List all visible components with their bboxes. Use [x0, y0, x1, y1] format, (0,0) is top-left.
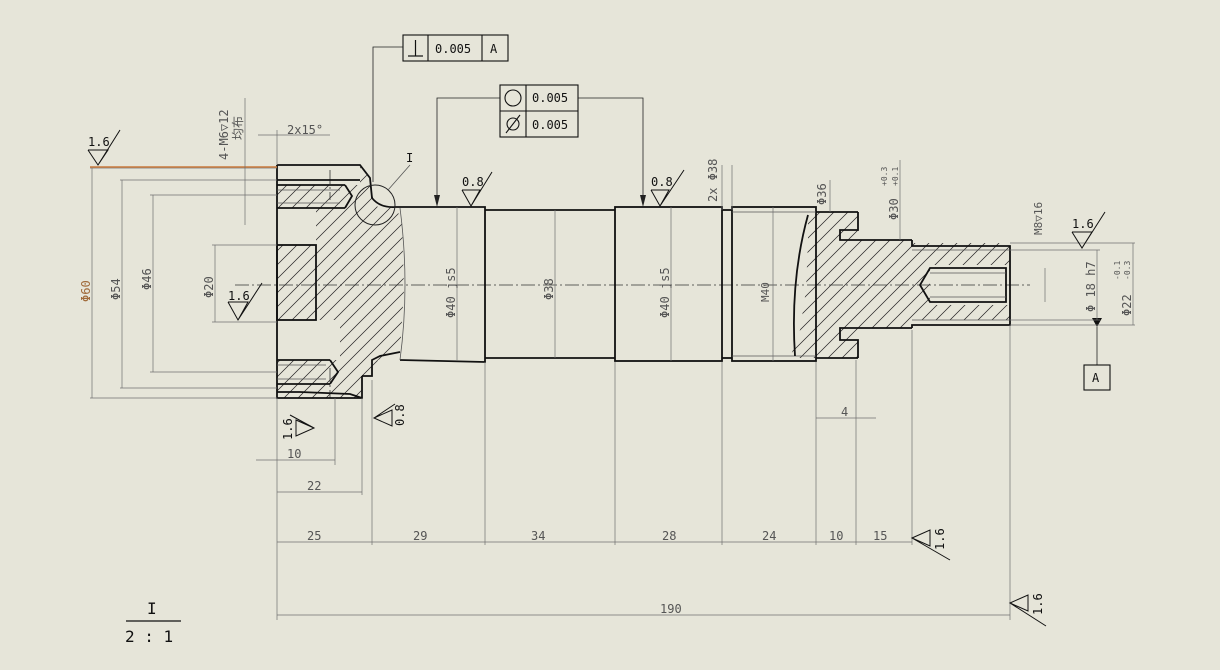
dim-d20: Φ20	[202, 276, 216, 298]
dim-l24: 24	[762, 529, 776, 543]
dim-2x-d38: 2x Φ38	[706, 159, 720, 202]
dim-d40b: Φ40 js5	[658, 267, 672, 318]
dim-l34: 34	[531, 529, 545, 543]
left-diameter-dims: Φ60 Φ54 Φ46 Φ20	[79, 166, 277, 399]
dim-d30-tol-dn: +0.1	[891, 167, 900, 186]
gdt-form-frame: 0.005 0.005	[434, 84, 646, 207]
shaft-body	[371, 197, 1011, 363]
detail-circle	[354, 184, 396, 226]
detail-label: I	[406, 151, 413, 165]
circularity-tol: 0.005	[532, 91, 568, 105]
dim-d18: Φ 18 h7	[1084, 261, 1098, 312]
roughness-r9: 1.6	[1031, 593, 1045, 615]
dim-l29: 29	[413, 529, 427, 543]
dim-l25: 25	[307, 529, 321, 543]
dim-m40: M40	[759, 282, 772, 302]
dim-l15: 15	[873, 529, 887, 543]
right-diameter-dims: Φ36 Φ30 +0.3 +0.1 M8▽16 Φ 18 h7 Φ22 -0.1…	[815, 160, 1135, 326]
dim-d22: Φ22	[1120, 294, 1134, 316]
circularity-icon	[504, 89, 522, 107]
note-thread-m8: M8▽16	[1032, 202, 1045, 235]
detail-scale-value: 2 : 1	[125, 627, 173, 646]
dim-l28: 28	[662, 529, 676, 543]
flange-outline	[276, 164, 401, 399]
cylindricity-icon	[506, 117, 520, 131]
dim-d30-tol-up: +0.3	[880, 167, 889, 186]
roughness-r3: 0.8	[462, 175, 484, 189]
middle-diameter-dims: Φ40 js5 Φ38 Φ40 js5 M40 2x Φ38	[444, 159, 774, 361]
roughness-r1: 1.6	[88, 135, 110, 149]
dim-d22-tol-up: -0.1	[1113, 261, 1122, 280]
dim-d40a: Φ40 js5	[444, 267, 458, 318]
roughness-r8: 1.6	[933, 528, 947, 550]
cylindricity-tol: 0.005	[532, 118, 568, 132]
note-distribution: 均布	[231, 116, 245, 140]
datum-a: A	[1083, 318, 1111, 391]
roughness-r7: 1.6	[1072, 217, 1094, 231]
dim-d30: Φ30	[887, 198, 901, 220]
dim-l4: 4	[841, 405, 848, 419]
detail-scale-note: I 2 : 1	[125, 599, 181, 646]
dim-l10b: 10	[287, 447, 301, 461]
top-left-notes: 4-M6▽12 均布 2x15°	[217, 98, 330, 225]
perp-datum: A	[490, 42, 498, 56]
gdt-perpendicularity-frame: 0.005 A	[372, 34, 509, 182]
detail-scale-title: I	[147, 599, 157, 618]
dim-d46: Φ46	[140, 268, 154, 290]
dim-l22: 22	[307, 479, 321, 493]
note-thread: 4-M6▽12	[217, 109, 231, 160]
roughness-r6: 1.6	[281, 418, 295, 440]
roughness-symbols: 1.6 1.6 0.8 0.8 0.8 1.6 1.6 1.6 1.6	[87, 129, 1106, 627]
dim-d60: Φ60	[79, 280, 93, 302]
note-chamfer: 2x15°	[287, 123, 323, 137]
dim-d38: Φ38	[542, 278, 556, 300]
dim-l10: 10	[829, 529, 843, 543]
dim-d54: Φ54	[109, 278, 123, 300]
dim-d36: Φ36	[815, 183, 829, 205]
roughness-r2: 1.6	[228, 289, 250, 303]
bottom-length-dims: 25 29 34 28 24 10 15 190 22 10 4	[256, 325, 1011, 620]
roughness-r4: 0.8	[651, 175, 673, 189]
dim-l190: 190	[660, 602, 682, 616]
datum-a-label: A	[1092, 371, 1100, 385]
dim-d22-tol-dn: -0.3	[1123, 261, 1132, 280]
roughness-r5: 0.8	[393, 404, 407, 426]
perp-tol: 0.005	[435, 42, 471, 56]
